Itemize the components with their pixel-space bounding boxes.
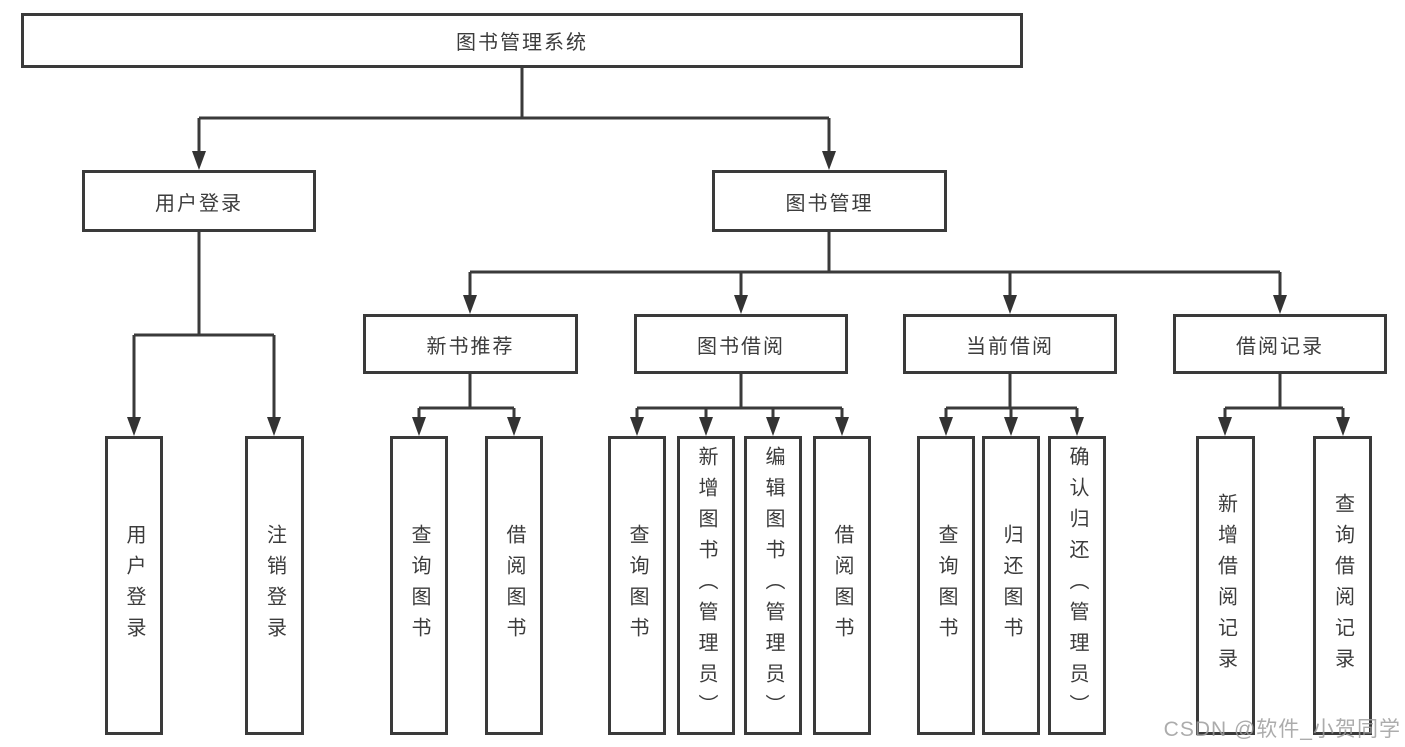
node-label: 用户登录 [155, 192, 243, 215]
node-user-login: 用户登录 [82, 170, 316, 232]
node-label: 当前借阅 [966, 335, 1054, 358]
node-label: 新增借阅记录 [1214, 492, 1237, 679]
leaf-borrow-books-borrowing: 借阅图书 [813, 436, 871, 735]
node-label: 借阅图书 [831, 523, 853, 648]
edge-user-login-to-leaves [127, 232, 281, 436]
node-label: 用户登录 [123, 523, 145, 648]
leaf-query-books-recommend: 查询图书 [390, 436, 448, 735]
node-current-borrowing: 当前借阅 [903, 314, 1117, 374]
leaf-query-books-current: 查询图书 [917, 436, 975, 735]
node-label: 图书管理系统 [456, 32, 588, 54]
node-label: 图书管理 [785, 192, 874, 215]
node-label: 确认归还（管理员） [1066, 446, 1088, 725]
node-label: 新书推荐 [426, 335, 515, 358]
node-label: 编辑图书（管理员） [762, 446, 784, 725]
leaf-edit-book-admin: 编辑图书（管理员） [744, 436, 802, 735]
node-new-book-recommend: 新书推荐 [363, 314, 578, 374]
node-label: 查询图书 [935, 523, 957, 648]
node-label: 新增图书（管理员） [695, 446, 717, 725]
leaf-query-books-borrowing: 查询图书 [608, 436, 666, 735]
edge-book-borrow-to-leaves [630, 374, 849, 436]
node-label: 查询图书 [626, 523, 648, 648]
leaf-return-book: 归还图书 [982, 436, 1040, 735]
leaf-borrow-books-recommend: 借阅图书 [485, 436, 543, 735]
node-book-borrowing: 图书借阅 [634, 314, 848, 374]
edge-borrow-records-to-leaves [1218, 374, 1350, 436]
csdn-watermark: CSDN @软件_小贺同学 [1163, 718, 1401, 741]
node-label: 归还图书 [1000, 523, 1022, 648]
node-label: 借阅记录 [1236, 335, 1324, 358]
node-root-library-system: 图书管理系统 [21, 13, 1023, 68]
edge-new-book-rec-to-leaves [412, 374, 521, 436]
leaf-add-book-admin: 新增图书（管理员） [677, 436, 735, 735]
node-label: 注销登录 [263, 523, 286, 648]
node-borrowing-records: 借阅记录 [1173, 314, 1387, 374]
edge-current-borrow-to-leaves [939, 374, 1084, 436]
node-book-management: 图书管理 [712, 170, 947, 232]
node-label: 查询图书 [408, 523, 430, 648]
node-label: 图书借阅 [697, 335, 785, 358]
leaf-logout: 注销登录 [245, 436, 304, 735]
leaf-query-borrow-record: 查询借阅记录 [1313, 436, 1372, 735]
node-label: 借阅图书 [503, 523, 525, 648]
leaf-confirm-return-admin: 确认归还（管理员） [1048, 436, 1106, 735]
leaf-user-login: 用户登录 [105, 436, 163, 735]
edge-root-to-level2 [192, 68, 836, 170]
node-label: 查询借阅记录 [1331, 492, 1354, 679]
edge-book-mgmt-to-level3 [463, 232, 1287, 314]
leaf-add-borrow-record: 新增借阅记录 [1196, 436, 1255, 735]
